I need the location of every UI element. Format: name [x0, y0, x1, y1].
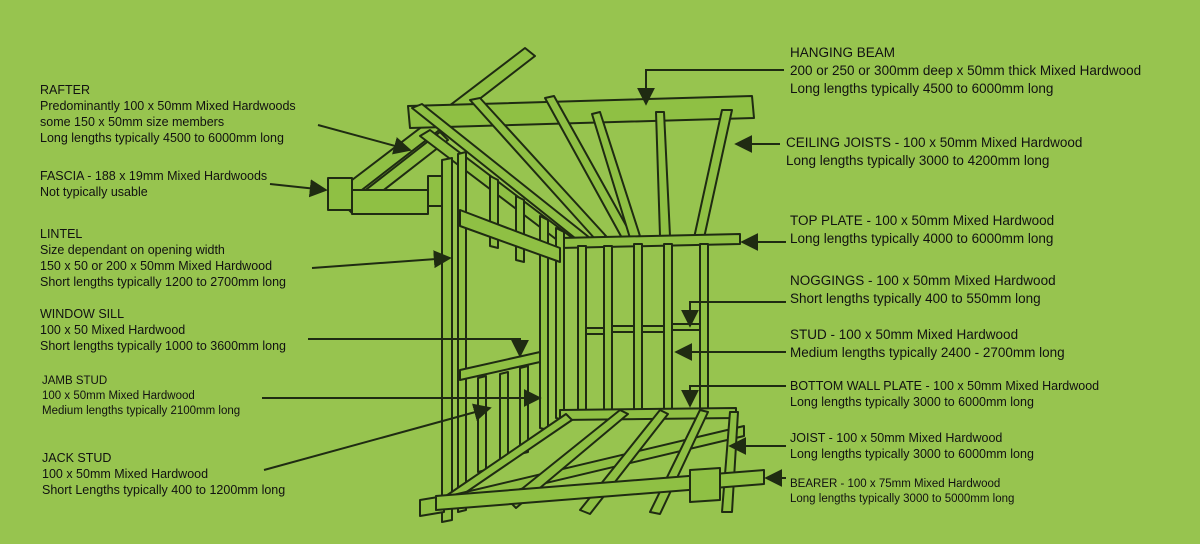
lintel-line: Size dependant on opening width [40, 243, 225, 257]
top-plate-title: TOP PLATE - 100 x 50mm Mixed Hardwood [790, 213, 1055, 228]
bearer-label: BEARER - 100 x 75mm Mixed Hardwood Long … [790, 477, 1014, 507]
leader-rafter [317, 124, 412, 155]
jack-stud-line: Short Lengths typically 400 to 1200mm lo… [42, 483, 286, 497]
floor-joist [507, 409, 629, 509]
jack-stud-title: JACK STUD [42, 451, 112, 465]
top-plate-label: TOP PLATE - 100 x 50mm Mixed Hardwood Lo… [790, 212, 1054, 248]
ceiling-joists-title: CEILING JOISTS - 100 x 50mm Mixed Hardwo… [786, 135, 1083, 150]
window-sill-label: WINDOW SILL 100 x 50 Mixed Hardwood Shor… [40, 306, 286, 354]
jack-stud-label: JACK STUD 100 x 50mm Mixed Hardwood Shor… [42, 450, 285, 498]
stud-title: STUD - 100 x 50mm Mixed Hardwood [790, 327, 1019, 342]
bearer-member [435, 469, 765, 511]
window-sill-title: WINDOW SILL [40, 307, 125, 321]
lintel-member [459, 209, 561, 263]
leader-window-sill [308, 338, 529, 358]
hanging-beam-line: 200 or 250 or 300mm deep x 50mm thick Mi… [790, 63, 1142, 78]
leader-bottom-wall-plate [681, 385, 786, 408]
lintel-label: LINTEL Size dependant on opening width 1… [40, 226, 286, 290]
jamb-stud-title: JAMB STUD [42, 375, 108, 387]
nogging [671, 323, 701, 331]
jack-stud-line: 100 x 50mm Mixed Hardwood [42, 467, 209, 481]
lintel-title: LINTEL [40, 227, 83, 241]
leader-lintel [311, 250, 452, 269]
ceiling-joist [693, 109, 733, 239]
jamb-stud-line: 100 x 50mm Mixed Hardwood [42, 390, 195, 402]
fascia-board [327, 177, 353, 211]
bottom-wall-plate-label: BOTTOM WALL PLATE - 100 x 50mm Mixed Har… [790, 378, 1099, 410]
floor-joist [721, 411, 739, 513]
jamb-stud-label: JAMB STUD 100 x 50mm Mixed Hardwood Medi… [42, 374, 240, 419]
lintel-line: Short lengths typically 1200 to 2700mm l… [40, 275, 286, 289]
fascia-line: Not typically usable [40, 185, 148, 199]
ceiling-joists-label: CEILING JOISTS - 100 x 50mm Mixed Hardwo… [786, 134, 1082, 170]
leader-noggings [681, 301, 786, 328]
window-sill-line: 100 x 50 Mixed Hardwood [40, 323, 186, 337]
nogging [641, 325, 665, 333]
noggings-label: NOGGINGS - 100 x 50mm Mixed Hardwood Sho… [790, 272, 1056, 308]
stud-label: STUD - 100 x 50mm Mixed Hardwood Medium … [790, 326, 1065, 362]
wall-stud [515, 195, 525, 263]
bottom-wall-plate-title: BOTTOM WALL PLATE - 100 x 50mm Mixed Har… [790, 379, 1100, 393]
rafter-label: RAFTER Predominantly 100 x 50mm Mixed Ha… [40, 82, 296, 146]
top-plate-line: Long lengths typically 4000 to 6000mm lo… [790, 231, 1054, 246]
wall-stud [457, 151, 467, 513]
nogging [611, 325, 635, 333]
rafter-line: some 150 x 50mm size members [40, 115, 225, 129]
joist-title: JOIST - 100 x 50mm Mixed Hardwood [790, 431, 1003, 445]
bearer-title: BEARER - 100 x 75mm Mixed Hardwood [790, 478, 1001, 490]
jack-stud [477, 375, 487, 473]
wall-stud [663, 243, 673, 411]
joist-label: JOIST - 100 x 50mm Mixed Hardwood Long l… [790, 430, 1034, 462]
hanging-beam-title: HANGING BEAM [790, 45, 896, 60]
nogging [585, 327, 605, 335]
bearer-member [689, 467, 721, 503]
bearer-line: Long lengths typically 3000 to 5000mm lo… [790, 493, 1015, 505]
rafter-title: RAFTER [40, 83, 90, 97]
fascia-block [427, 175, 443, 207]
bottom-wall-plate [559, 407, 737, 421]
noggings-title: NOGGINGS - 100 x 50mm Mixed Hardwood [790, 273, 1056, 288]
bottom-wall-plate-line: Long lengths typically 3000 to 6000mm lo… [790, 395, 1034, 409]
hanging-beam-line: Long lengths typically 4500 to 6000mm lo… [790, 81, 1054, 96]
lintel-line: 150 x 50 or 200 x 50mm Mixed Hardwood [40, 259, 273, 273]
wall-stud [633, 243, 643, 411]
wall-stud [603, 245, 613, 411]
ceiling-joist [655, 111, 671, 237]
wall-stud [577, 245, 587, 411]
leader-jack-stud [263, 403, 492, 471]
jamb-stud-line: Medium lengths typically 2100mm long [42, 405, 241, 417]
rafter-line: Predominantly 100 x 50mm Mixed Hardwoods [40, 99, 296, 113]
hanging-beam-label: HANGING BEAM 200 or 250 or 300mm deep x … [790, 44, 1141, 98]
leader-hanging-beam [637, 69, 784, 106]
jack-stud [519, 365, 529, 455]
leader-fascia [269, 179, 328, 198]
window-sill-line: Short lengths typically 1000 to 3600mm l… [40, 339, 286, 353]
stud-line: Medium lengths typically 2400 - 2700mm l… [790, 345, 1065, 360]
fascia-board [351, 189, 429, 215]
window-sill-member [459, 351, 541, 381]
noggings-line: Short lengths typically 400 to 550mm lon… [790, 291, 1041, 306]
fascia-title: FASCIA - 188 x 19mm Mixed Hardwoods [40, 169, 268, 183]
fascia-label: FASCIA - 188 x 19mm Mixed Hardwoods Not … [40, 168, 267, 200]
jack-stud [499, 371, 509, 463]
joist-line: Long lengths typically 3000 to 6000mm lo… [790, 447, 1034, 461]
rafter-line: Long lengths typically 4500 to 6000mm lo… [40, 131, 284, 145]
ceiling-joists-line: Long lengths typically 3000 to 4200mm lo… [786, 153, 1050, 168]
